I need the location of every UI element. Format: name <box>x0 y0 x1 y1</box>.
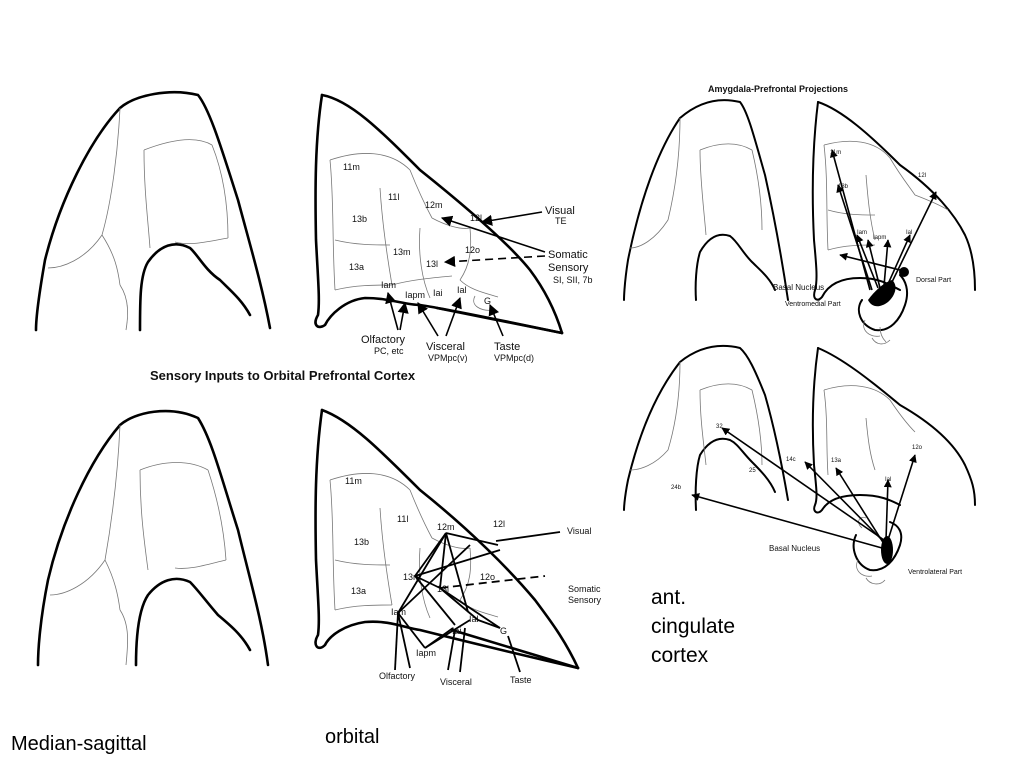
ant-cingulate-caption: ant. cingulate cortex <box>651 583 735 670</box>
b-olfactory-label: Olfactory <box>379 671 416 681</box>
b-visual-label: Visual <box>567 526 591 536</box>
amygdala-title: Amygdala-Prefrontal Projections <box>708 84 848 94</box>
b-area-label-Iai: Iai <box>452 626 462 636</box>
amyg-area-Ial-b: Ial <box>885 477 891 483</box>
b-area-label-11l: 11l <box>397 514 408 524</box>
taste-sublabel: VPMpc(d) <box>494 353 534 363</box>
somatic-label-1: Somatic <box>548 249 588 261</box>
visceral-label: Visceral <box>426 341 465 353</box>
ant-cingulate-line-1: ant. <box>651 586 687 609</box>
amyg-area-13a: 13a <box>831 458 842 464</box>
median-sagittal-caption: Median-sagittal <box>11 733 147 755</box>
area-label-Iam: Iam <box>381 280 396 290</box>
olfactory-label: Olfactory <box>361 334 406 346</box>
area-label-12o: 12o <box>465 245 480 255</box>
visceral-arrow-2 <box>445 296 462 337</box>
b-area-label-12m: 12m <box>437 522 455 532</box>
b-area-label-13b: 13b <box>354 537 369 547</box>
amyg-area-Ial: Ial <box>906 230 912 236</box>
amyg-area-14c: 14c <box>786 457 796 463</box>
b-area-label-G: G <box>500 626 507 636</box>
area-label-12l: 12l <box>470 213 482 223</box>
olfactory-arrow-1 <box>385 291 399 331</box>
somatic-label-2: Sensory <box>548 262 589 274</box>
b-area-label-12l: 12l <box>493 519 505 529</box>
area-label-12m: 12m <box>425 200 443 210</box>
amyg-basal-nucleus: Basal Nucleus <box>773 283 824 292</box>
connection-lines <box>394 531 561 673</box>
somatic-arrow <box>443 255 546 267</box>
area-label-13l: 13l <box>426 259 438 269</box>
amyg-area-24b: 24b <box>671 485 682 491</box>
b-area-label-Iapm: Iapm <box>416 648 436 658</box>
b-somatic-label-2: Sensory <box>568 595 602 605</box>
basal-nucleus-ventromedial <box>868 280 896 307</box>
amyg-ventromedial: Ventromedial Part <box>785 301 841 308</box>
top-sagittal-section <box>34 90 272 332</box>
area-label-11l: 11l <box>388 192 399 202</box>
amyg-area-Iam: Iam <box>857 230 867 236</box>
area-label-Iai: Iai <box>433 288 443 298</box>
area-label-11m: 11m <box>343 162 360 172</box>
olfactory-arrow-2 <box>397 301 409 331</box>
b-taste-label: Taste <box>510 675 532 685</box>
amyg-dorsal: Dorsal Part <box>916 277 951 284</box>
olfactory-sublabel: PC, etc <box>374 346 404 356</box>
area-label-13a: 13a <box>349 262 364 272</box>
visceral-arrow-1 <box>417 302 439 337</box>
top-orbital-section: 11m 11l 12m 12l 13b 13m 12o 13a 13l Iam … <box>150 93 593 383</box>
b-area-label-Ial: Ial <box>469 614 479 624</box>
b-visceral-label: Visceral <box>440 677 472 687</box>
area-label-Ial: Ial <box>457 285 467 295</box>
visual-sublabel: TE <box>555 216 567 226</box>
b-somatic-label-1: Somatic <box>568 584 601 594</box>
bottom-sagittal-section <box>36 409 270 667</box>
ant-cingulate-line-3: cortex <box>651 644 709 667</box>
area-label-Iapm: Iapm <box>405 290 425 300</box>
somatic-sublabel: SI, SII, 7b <box>553 275 593 285</box>
amygdala-bottom-figure: 32 14c 25 24b 13a 12o Ial Basal Nucleus … <box>623 344 976 585</box>
area-label-G: G <box>484 296 491 306</box>
amyg-area-11m: 11m <box>830 150 841 156</box>
orbital-caption: orbital <box>325 726 380 748</box>
amyg-area-25: 25 <box>749 468 756 474</box>
amyg-basal-nucleus-b: Basal Nucleus <box>769 544 820 553</box>
amyg-area-12o: 12o <box>912 445 923 451</box>
visual-arrow-2 <box>440 215 546 253</box>
b-area-label-13a: 13a <box>351 586 366 596</box>
bottom-orbital-section: 11m 11l 12m 12l 13b 13m 12o 13a 13l Iam … <box>314 408 602 687</box>
top-panel-title: Sensory Inputs to Orbital Prefrontal Cor… <box>150 368 416 383</box>
visual-arrow-1 <box>480 211 543 226</box>
amyg-area-32: 32 <box>716 424 723 430</box>
visceral-sublabel: VPMpc(v) <box>428 353 468 363</box>
amyg-area-Iapm: Iapm <box>873 235 886 241</box>
visual-label: Visual <box>545 205 575 217</box>
amygdala-top-figure: Amygdala-Prefrontal Projections 11m 13b … <box>623 84 976 345</box>
amyg-area-12l: 12l <box>918 173 926 179</box>
ant-cingulate-line-2: cingulate <box>651 615 736 638</box>
area-label-13m: 13m <box>393 247 411 257</box>
b-area-label-11m: 11m <box>345 476 362 486</box>
amyg-area-13b: 13b <box>838 184 849 190</box>
dorsal-part-dot <box>899 267 909 277</box>
b-area-label-12o: 12o <box>480 572 495 582</box>
amyg-ventrolateral: Ventrolateral Part <box>908 569 962 576</box>
area-label-13b: 13b <box>352 214 367 224</box>
b-area-label-13m: 13m <box>403 572 421 582</box>
taste-label: Taste <box>494 341 520 353</box>
taste-arrow <box>488 303 504 337</box>
